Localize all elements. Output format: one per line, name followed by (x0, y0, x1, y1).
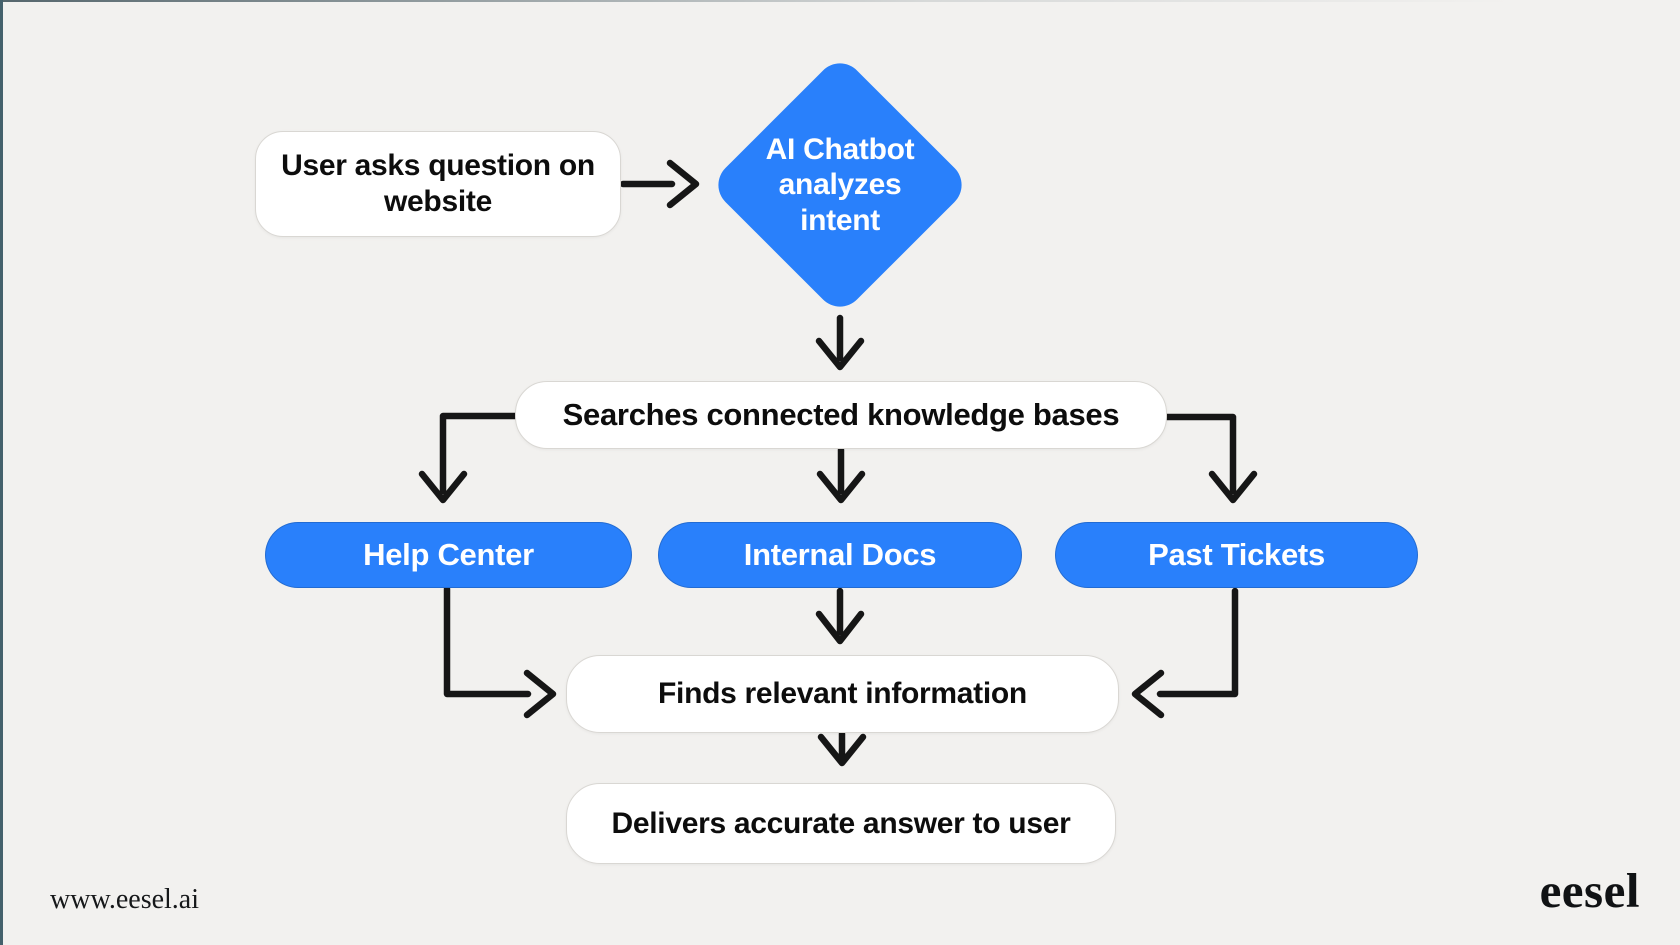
node-help-center: Help Center (265, 522, 632, 588)
node-delivers-answer: Delivers accurate answer to user (566, 783, 1116, 864)
node-searches-knowledge-bases: Searches connected knowledge bases (515, 381, 1167, 449)
edge-internal-to-finds (815, 587, 865, 645)
node-ai-chatbot: AI Chatbot analyzes intent (740, 100, 940, 270)
edge-searches-to-internal (816, 446, 866, 504)
node-past-tickets-label: Past Tickets (1148, 537, 1325, 573)
node-finds-information: Finds relevant information (566, 655, 1119, 733)
node-finds-information-label: Finds relevant information (658, 677, 1027, 710)
top-edge-accent (0, 0, 1680, 2)
left-edge-accent (0, 0, 3, 945)
node-internal-docs: Internal Docs (658, 522, 1022, 588)
edge-past-to-finds (1131, 587, 1239, 719)
node-delivers-answer-label: Delivers accurate answer to user (611, 806, 1071, 840)
edge-searches-to-help (418, 412, 519, 504)
node-ai-chatbot-label: AI Chatbot analyzes intent (765, 132, 915, 237)
edge-chatbot-to-searches (815, 314, 865, 371)
eesel-logo-wordmark: eesel (1539, 863, 1640, 918)
node-user-question-label: User asks question on website (281, 149, 595, 218)
node-past-tickets: Past Tickets (1055, 522, 1418, 588)
edge-finds-to-delivers (817, 730, 867, 767)
edge-searches-to-past (1163, 413, 1258, 504)
node-help-center-label: Help Center (363, 537, 534, 573)
node-searches-label: Searches connected knowledge bases (562, 397, 1120, 433)
edge-help-to-finds (443, 585, 557, 719)
node-user-question: User asks question on website (255, 131, 621, 237)
node-internal-docs-label: Internal Docs (743, 537, 937, 573)
footer-website-url: www.eesel.ai (50, 884, 200, 915)
edge-user-to-chatbot (619, 159, 700, 209)
